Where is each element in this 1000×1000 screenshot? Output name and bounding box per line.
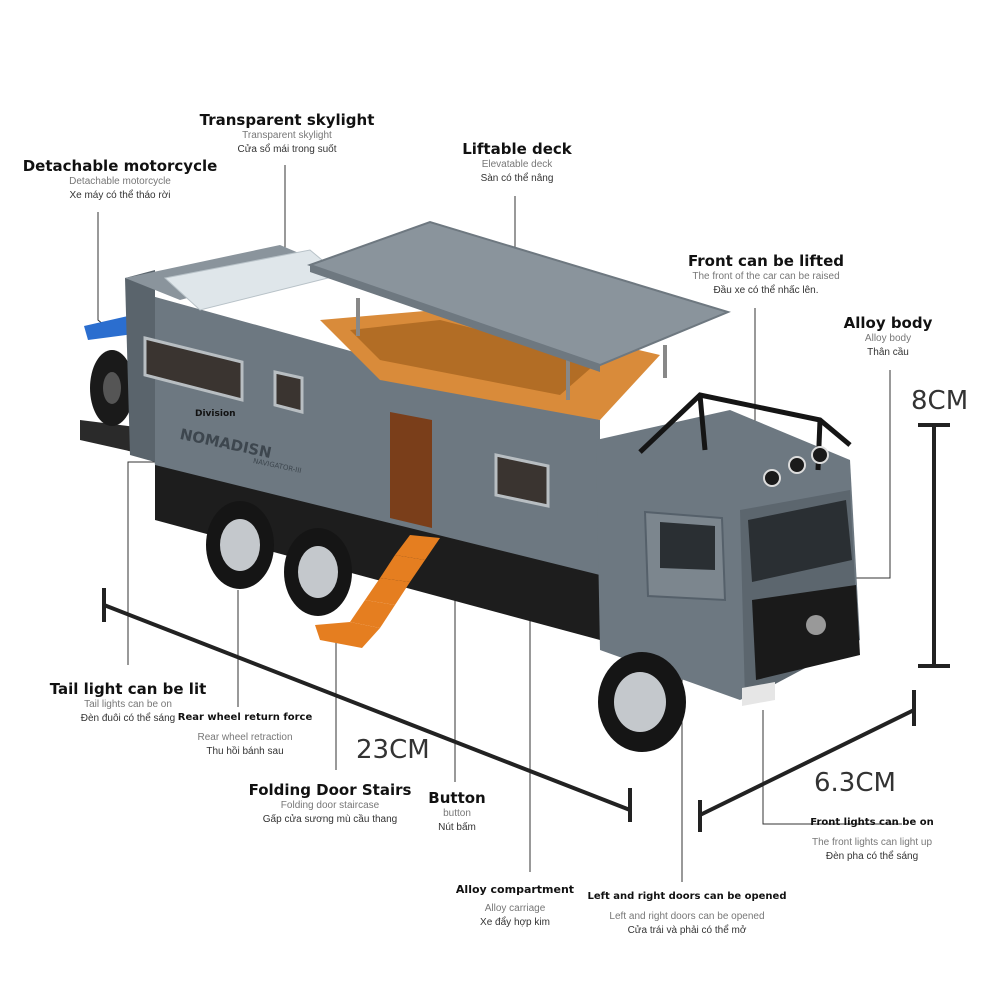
feature-title: Transparent skylight bbox=[199, 111, 375, 129]
motorcycle bbox=[84, 316, 134, 426]
feature-title: Left and right doors can be opened bbox=[587, 891, 787, 902]
grille bbox=[752, 585, 860, 680]
division-decal: Division bbox=[195, 409, 236, 419]
feature-english: button bbox=[443, 808, 471, 819]
feature-title: Alloy body bbox=[843, 314, 933, 332]
feature-title: Alloy compartment bbox=[455, 883, 575, 896]
feature-english: Rear wheel retraction bbox=[197, 732, 293, 743]
feature-english: Elevatable deck bbox=[481, 159, 553, 170]
feature-english: The front of the car can be raised bbox=[692, 271, 840, 282]
feature-doors-opened: Left and right doors can be opened Left … bbox=[587, 891, 786, 938]
feature-liftable-deck: Liftable deck Elevatable deck Sàn có thể… bbox=[462, 140, 572, 186]
feature-title: Folding Door Stairs bbox=[248, 781, 412, 799]
chassis bbox=[155, 458, 600, 640]
feature-title: Rear wheel return force bbox=[177, 712, 313, 723]
feature-english: Alloy carriage bbox=[484, 903, 546, 914]
length-dimension: 23CM bbox=[356, 735, 430, 765]
deck-roof bbox=[306, 220, 731, 367]
window-rear bbox=[143, 336, 244, 402]
feature-vietnamese: Sàn có thể nâng bbox=[480, 173, 554, 184]
interior-shadow bbox=[350, 320, 600, 395]
feature-vietnamese: Cửa sổ mái trong suốt bbox=[237, 144, 337, 155]
feature-vietnamese: Đèn pha có thể sáng bbox=[825, 851, 919, 862]
feature-title: Detachable motorcycle bbox=[22, 157, 218, 175]
rear-wheels bbox=[206, 501, 352, 616]
feature-english: Folding door staircase bbox=[280, 800, 380, 811]
feature-alloy-compartment: Alloy compartment Alloy carriage Xe đẩy … bbox=[456, 883, 574, 930]
window-front bbox=[494, 453, 550, 508]
camper-side bbox=[130, 290, 600, 575]
feature-vietnamese: Thân cầu bbox=[867, 347, 909, 358]
feature-front-lights: Front lights can be on The front lights … bbox=[810, 817, 933, 864]
feature-english: Transparent skylight bbox=[242, 130, 332, 141]
feature-tail-light: Tail light can be lit Tail lights can be… bbox=[50, 680, 207, 726]
feature-transparent-skylight: Transparent skylight Transparent skyligh… bbox=[200, 111, 375, 157]
feature-title: Front can be lifted bbox=[688, 252, 844, 270]
feature-english: Detachable motorcycle bbox=[69, 176, 171, 187]
feature-vietnamese: Xe máy có thể tháo rời bbox=[69, 190, 171, 201]
windshield bbox=[748, 500, 852, 582]
feature-vietnamese: Xe đẩy hợp kim bbox=[480, 917, 550, 928]
feature-english: Alloy body bbox=[864, 333, 912, 344]
feature-vietnamese: Nút bấm bbox=[438, 822, 476, 833]
headlight bbox=[742, 682, 775, 706]
width-dimension: 6.3CM bbox=[814, 768, 896, 798]
camper-back bbox=[125, 270, 155, 462]
logo-emblem bbox=[806, 615, 826, 635]
feature-rear-wheel: Rear wheel return force Rear wheel retra… bbox=[178, 712, 312, 759]
feature-title: Tail light can be lit bbox=[49, 680, 207, 698]
door-opening bbox=[390, 412, 432, 528]
deck-roof-edge bbox=[310, 265, 600, 372]
window-small bbox=[273, 370, 304, 414]
folding-stairs bbox=[315, 535, 440, 648]
feature-vietnamese: Cửa trái và phải có thể mở bbox=[627, 925, 747, 936]
feature-alloy-body: Alloy body Alloy body Thân cầu bbox=[844, 314, 933, 360]
feature-front-lifted: Front can be lifted The front of the car… bbox=[688, 252, 844, 298]
feature-title: Liftable deck bbox=[462, 140, 572, 158]
feature-vietnamese: Thu hồi bánh sau bbox=[206, 746, 284, 757]
roof-lights bbox=[763, 446, 829, 487]
feature-detachable-motorcycle: Detachable motorcycle Detachable motorcy… bbox=[23, 157, 218, 203]
feature-english: Left and right doors can be opened bbox=[609, 911, 765, 922]
feature-english: Tail lights can be on bbox=[84, 699, 172, 710]
feature-button: Button button Nút bấm bbox=[428, 789, 485, 835]
feature-title: Front lights can be on bbox=[810, 817, 934, 828]
feature-vietnamese: Đèn đuôi có thể sáng bbox=[80, 713, 176, 724]
feature-folding-stairs: Folding Door Stairs Folding door stairca… bbox=[249, 781, 412, 827]
cab-door-window bbox=[660, 522, 715, 570]
feature-vietnamese: Đầu xe có thể nhấc lên. bbox=[713, 285, 819, 296]
height-dimension: 8CM bbox=[911, 386, 969, 416]
feature-title: Button bbox=[428, 789, 486, 807]
front-wheel bbox=[598, 652, 686, 752]
feature-vietnamese: Gấp cửa sương mù cầu thang bbox=[262, 814, 398, 825]
dimension-lines bbox=[102, 423, 950, 832]
feature-english: The front lights can light up bbox=[811, 837, 933, 848]
